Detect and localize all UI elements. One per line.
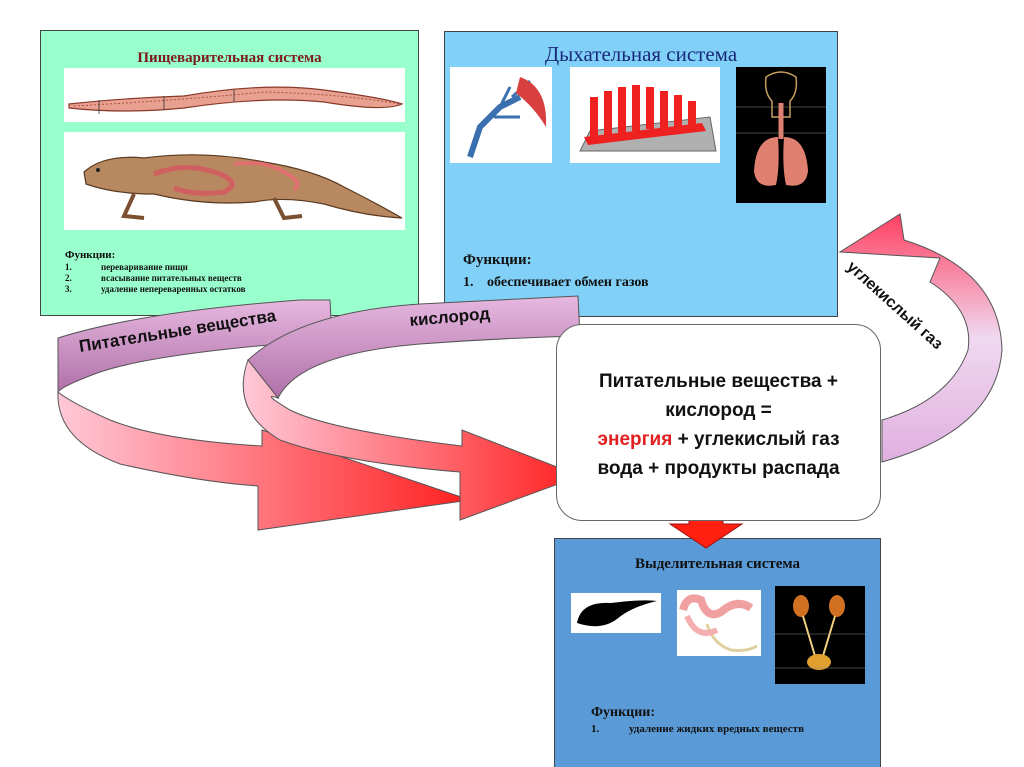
equation-line-4: вода + продукты распада — [557, 454, 880, 483]
equation-box: Питательные вещества + кислород = энерги… — [556, 324, 881, 521]
energy-word: энергия — [597, 429, 672, 450]
equation-line-2: кислород = — [557, 396, 880, 425]
equation-line-1: Питательные вещества + — [557, 367, 880, 396]
equation-line-3: энергия + углекислый газ — [557, 425, 880, 454]
